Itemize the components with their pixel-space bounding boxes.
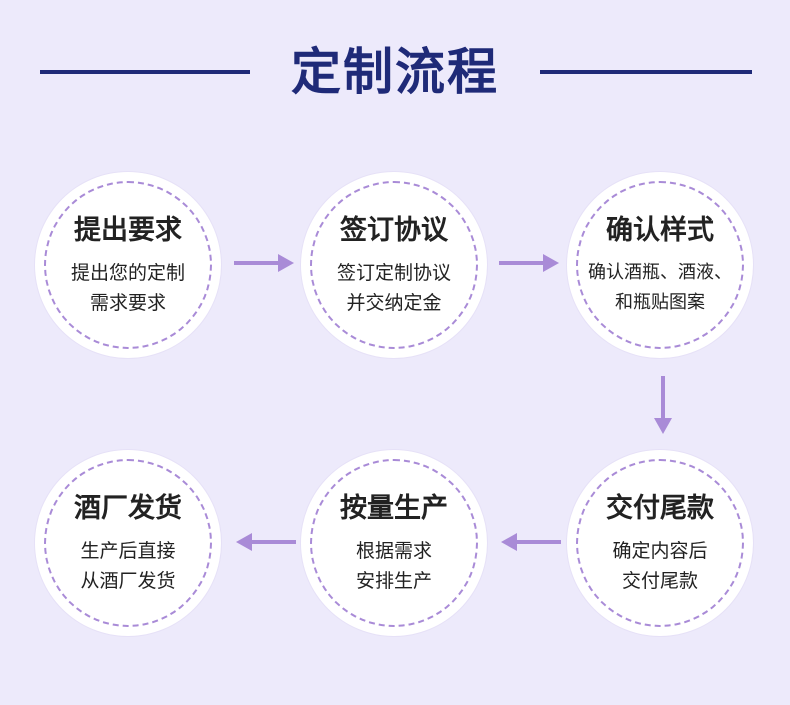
step-title: 交付尾款: [606, 493, 714, 524]
step-5: 按量生产 根据需求 安排生产: [301, 450, 487, 636]
page-title: 定制流程: [291, 43, 499, 101]
step-1: 提出要求 提出您的定制 需求要求: [35, 172, 221, 358]
step-title: 按量生产: [340, 493, 448, 524]
arrow-left-icon: [501, 533, 561, 551]
step-ring: [310, 459, 478, 627]
step-desc: 提出您的定制 需求要求: [70, 262, 185, 314]
step-4: 交付尾款 确定内容后 交付尾款: [567, 450, 753, 636]
arrow-left-icon: [236, 533, 296, 551]
step-6: 酒厂发货 生产后直接 从酒厂发货: [35, 450, 221, 636]
step-title: 签订协议: [340, 215, 448, 246]
step-desc: 根据需求 安排生产: [355, 540, 432, 592]
step-ring: [44, 459, 212, 627]
step-title: 提出要求: [74, 215, 182, 246]
step-desc: 签订定制协议 并交纳定金: [336, 262, 451, 314]
step-title: 酒厂发货: [74, 493, 182, 524]
arrow-down-icon: [654, 376, 672, 434]
title-line-left: [40, 70, 250, 74]
title-line-right: [540, 70, 752, 74]
step-title: 确认样式: [606, 215, 714, 246]
step-ring: [576, 459, 744, 627]
step-ring: [44, 181, 212, 349]
step-3: 确认样式 确认酒瓶、酒液、 和瓶贴图案: [567, 172, 753, 358]
step-desc: 确定内容后 交付尾款: [612, 540, 708, 592]
arrow-right-icon: [499, 254, 559, 272]
step-ring: [576, 181, 744, 349]
arrow-right-icon: [234, 254, 294, 272]
step-ring: [310, 181, 478, 349]
step-2: 签订协议 签订定制协议 并交纳定金: [301, 172, 487, 358]
step-desc: 确认酒瓶、酒液、 和瓶贴图案: [588, 262, 732, 313]
step-desc: 生产后直接 从酒厂发货: [80, 540, 176, 592]
